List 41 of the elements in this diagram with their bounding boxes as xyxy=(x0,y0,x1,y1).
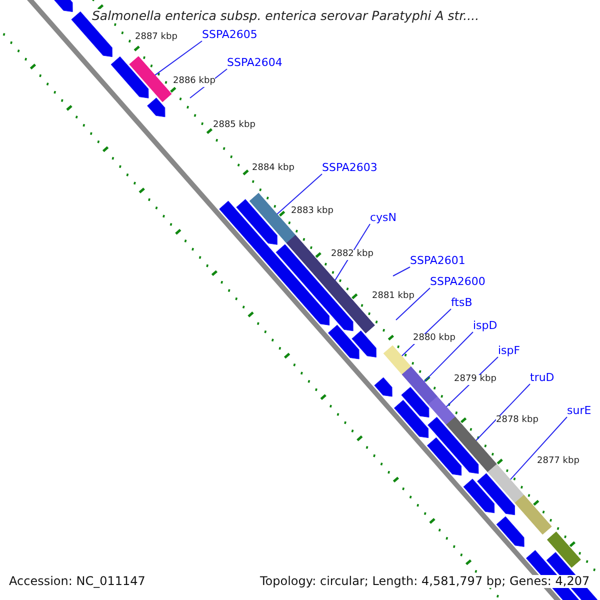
gene-bar xyxy=(446,416,498,472)
gene-bar xyxy=(428,396,456,426)
leader-line xyxy=(276,174,322,215)
leader-line xyxy=(476,384,530,442)
leader-line xyxy=(396,288,430,320)
gene-bar xyxy=(129,56,172,102)
gene-label: SSPA2604 xyxy=(227,57,282,70)
gene-label: SSPA2603 xyxy=(322,162,378,174)
tick-label: 2887 kbp xyxy=(135,33,178,43)
tick-label: 2884 kbp xyxy=(252,164,294,174)
tick-label: 2882 kbp xyxy=(331,250,374,260)
tick-label: 2885 kbp xyxy=(213,121,256,131)
tick-label: 2878 kbp xyxy=(496,416,538,426)
tick-label: 2877 kbp xyxy=(537,457,580,467)
gene-label: surE xyxy=(567,405,592,418)
leader-line xyxy=(510,416,568,480)
gene-bar xyxy=(488,464,524,504)
tick-label: 2880 kbp xyxy=(413,334,456,344)
gene-label: SSPA2605 xyxy=(202,29,258,42)
gene-bar xyxy=(383,345,412,375)
map-title: Salmonella enterica subsp. enterica serovar Paratyphi A str.... xyxy=(92,9,480,23)
tick-label: 2879 kbp xyxy=(454,375,496,385)
tick-label: 2883 kbp xyxy=(291,207,334,217)
gene-label: ispF xyxy=(498,345,520,358)
gene-label: ispD xyxy=(473,320,498,332)
gene-label: cysN xyxy=(370,212,397,224)
tick-label: 2886 kbp xyxy=(173,77,216,87)
gene-label: SSPA2601 xyxy=(410,255,466,268)
gene-label: truD xyxy=(530,372,554,384)
tick-label: 2881 kbp xyxy=(372,292,414,302)
gene-label: SSPA2600 xyxy=(430,276,486,288)
gene-bar xyxy=(546,532,581,568)
accession-label: Accession: NC_011147 xyxy=(9,575,146,588)
gene-feature xyxy=(276,244,354,332)
leader-line xyxy=(424,332,474,382)
gene-bar xyxy=(514,494,552,535)
gene-label: ftsB xyxy=(451,297,472,310)
leader-line xyxy=(392,266,410,276)
leader-line xyxy=(154,40,202,76)
gene-bar xyxy=(402,366,438,405)
genome-stats-label: Topology: circular; Length: 4,581,797 bp; Genes: 4,207 xyxy=(260,575,590,588)
